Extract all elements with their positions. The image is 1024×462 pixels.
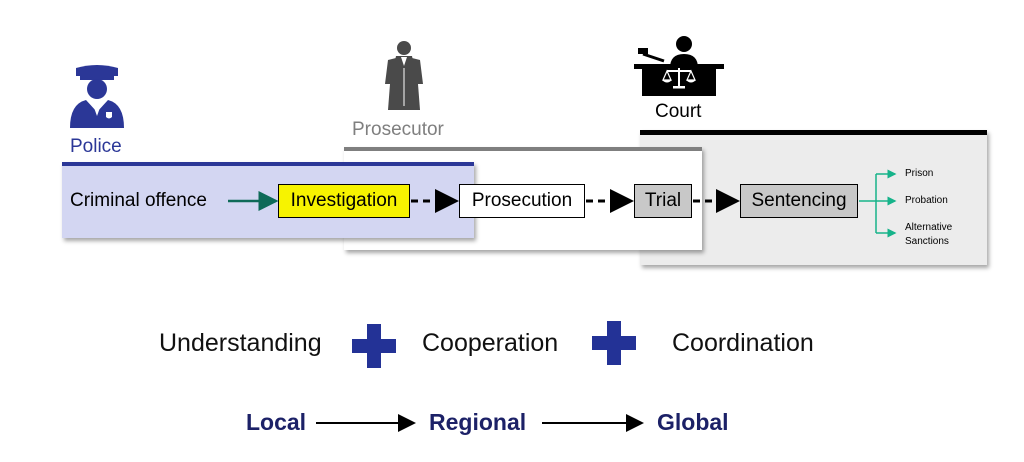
scale-local: Local [246, 409, 307, 435]
prosecutor-icon [385, 41, 423, 110]
investigation-box: Investigation [278, 184, 410, 218]
scale-global: Global [657, 409, 729, 435]
prosecutor-label: Prosecutor [352, 119, 444, 140]
investigation-label: Investigation [290, 190, 398, 211]
outcome-alternative-line1: Alternative [905, 222, 953, 233]
prosecution-label: Prosecution [471, 190, 573, 211]
criminal-offence-label: Criminal offence [70, 190, 207, 211]
outcome-alternative-line2: Sanctions [905, 236, 949, 247]
plus-icon [352, 324, 396, 368]
plus-icon [592, 321, 636, 365]
trial-label: Trial [644, 190, 682, 211]
principle-understanding: Understanding [159, 329, 322, 357]
sentencing-label: Sentencing [751, 190, 847, 211]
outcome-probation: Probation [905, 195, 948, 206]
outcome-prison: Prison [905, 168, 934, 179]
police-officer-icon [70, 65, 124, 128]
police-label: Police [70, 136, 122, 157]
scales-of-justice-icon [662, 68, 696, 89]
principle-cooperation: Cooperation [422, 329, 559, 357]
prosecution-box: Prosecution [459, 184, 585, 218]
court-label: Court [655, 101, 702, 122]
scale-regional: Regional [429, 409, 527, 435]
sentencing-box: Sentencing [740, 184, 858, 218]
trial-box: Trial [634, 184, 692, 218]
principle-coordination: Coordination [672, 329, 814, 357]
